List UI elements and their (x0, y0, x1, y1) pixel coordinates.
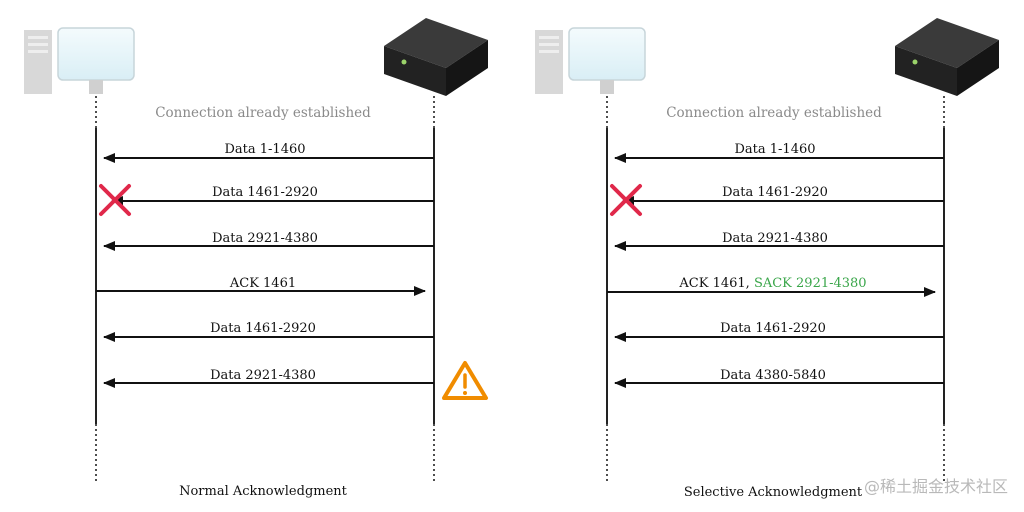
desktop-computer-icon (24, 27, 135, 94)
watermark-text: @稀土掘金技术社区 (864, 477, 1008, 496)
red-x-icon (610, 184, 642, 216)
message-label: Data 1461-2920 (212, 185, 318, 200)
panel-caption: Normal Acknowledgment (179, 484, 348, 499)
message-label: Data 2921-4380 (210, 368, 316, 383)
message-label: Data 1461-2920 (722, 185, 828, 200)
message-label: Data 1-1460 (224, 142, 305, 157)
panel-selective: Connection already established Data 1-14… (535, 18, 999, 500)
red-x-icon (99, 184, 131, 216)
message-label: Data 4380-5840 (720, 368, 826, 383)
message-label: ACK 1461, SACK 2921-4380 (678, 276, 866, 291)
message-label: ACK 1461 (229, 276, 296, 291)
message-label: Data 2921-4380 (722, 231, 828, 246)
message-label: Data 2921-4380 (212, 231, 318, 246)
connection-status-text: Connection already established (666, 105, 882, 121)
message-label: Data 1-1460 (734, 142, 815, 157)
panel-normal: Connection already established Data 1-14… (24, 18, 488, 499)
connection-status-text: Connection already established (155, 105, 371, 121)
server-box-icon (384, 18, 488, 96)
message-label: Data 1461-2920 (210, 321, 316, 336)
desktop-computer-icon (535, 27, 646, 94)
ack-label: ACK 1461, (678, 276, 754, 291)
sack-label: SACK 2921-4380 (754, 276, 867, 291)
server-box-icon (895, 18, 999, 96)
panel-caption: Selective Acknowledgment (684, 485, 863, 500)
warning-triangle-icon (442, 361, 488, 400)
message-label: Data 1461-2920 (720, 321, 826, 336)
